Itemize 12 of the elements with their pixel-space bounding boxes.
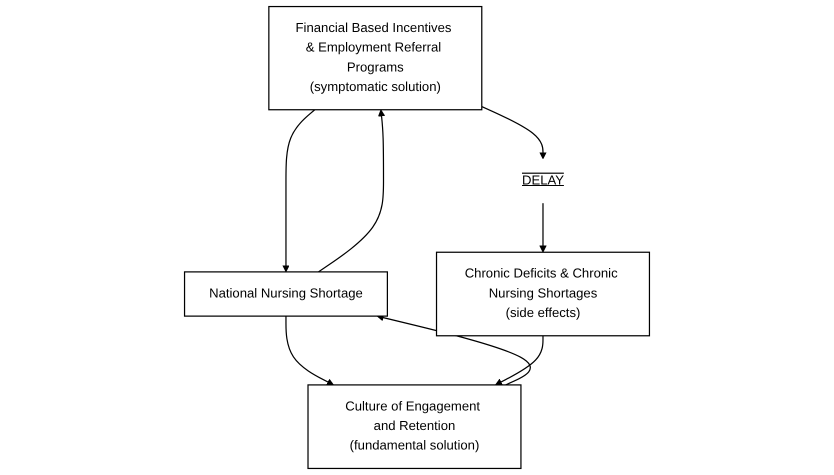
arrow xyxy=(285,316,334,386)
arrow xyxy=(482,106,547,160)
arrow xyxy=(318,109,386,272)
node-box: Chronic Deficits & Chronic Nursing Shortages (side effects) xyxy=(436,252,650,336)
arrow xyxy=(376,314,531,386)
node-box: Financial Based Incentives & Employment Referral Programs (symptomatic solution) xyxy=(268,6,482,110)
arrow xyxy=(282,109,316,272)
arrow xyxy=(539,203,547,253)
node-text: DELAY xyxy=(522,174,564,188)
node-box: Culture of Engagement and Retention (fundamental solution) xyxy=(307,384,522,470)
arrow xyxy=(495,336,544,386)
node-box: National Nursing Shortage xyxy=(184,271,388,317)
